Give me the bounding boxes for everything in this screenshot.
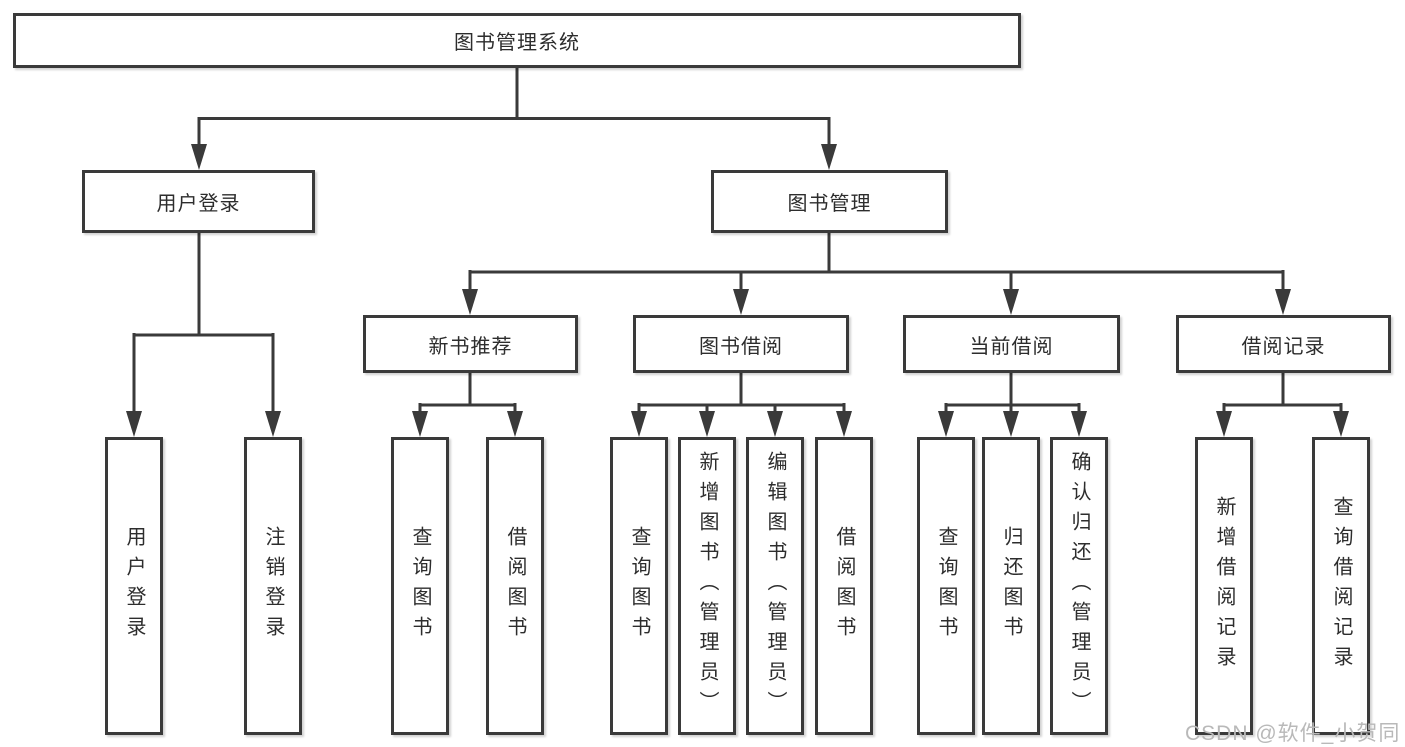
- leaf-logout: 注销登录: [244, 437, 302, 735]
- leaf-add-borrow-record: 新增借阅记录: [1195, 437, 1253, 735]
- node-library-management-system: 图书管理系统: [13, 13, 1021, 68]
- leaf-add-book-admin: 新增图书（管理员）: [678, 437, 736, 735]
- arrowheads: [126, 144, 1349, 437]
- node-borrowing-records: 借阅记录: [1176, 315, 1391, 373]
- csdn-watermark: CSDN @软件_小贺同学: [1185, 722, 1401, 745]
- leaf-confirm-return-admin: 确认归还（管理员）: [1050, 437, 1108, 735]
- leaf-query-books-current: 查询图书: [917, 437, 975, 735]
- node-new-book-recommendation: 新书推荐: [363, 315, 578, 373]
- node-user-login: 用户登录: [82, 170, 315, 233]
- leaf-borrow-books-borrowing: 借阅图书: [815, 437, 873, 735]
- leaf-user-login: 用户登录: [105, 437, 163, 735]
- leaf-query-books-recommend: 查询图书: [391, 437, 449, 735]
- leaf-borrow-books-recommend: 借阅图书: [486, 437, 544, 735]
- node-book-management: 图书管理: [711, 170, 948, 233]
- leaf-return-books: 归还图书: [982, 437, 1040, 735]
- leaf-query-borrow-record: 查询借阅记录: [1312, 437, 1370, 735]
- leaf-query-books-borrowing: 查询图书: [610, 437, 668, 735]
- leaf-edit-book-admin: 编辑图书（管理员）: [746, 437, 804, 735]
- node-current-borrowing: 当前借阅: [903, 315, 1120, 373]
- node-book-borrowing: 图书借阅: [633, 315, 849, 373]
